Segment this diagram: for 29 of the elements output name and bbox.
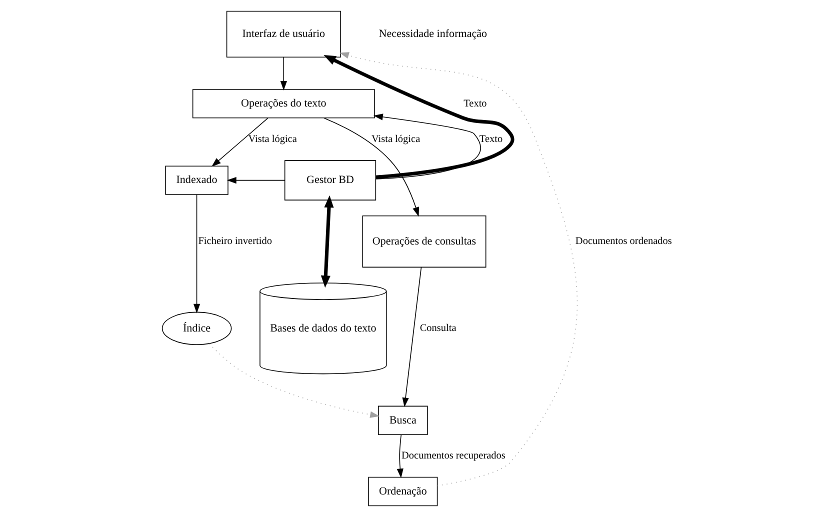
arrow bbox=[212, 118, 268, 167]
edge-label: Ficheiro invertido bbox=[198, 236, 272, 248]
node-ellipse: Índice bbox=[162, 312, 232, 345]
arrow bbox=[320, 195, 334, 288]
arrow bbox=[193, 194, 200, 314]
edge-label: Texto bbox=[464, 98, 487, 110]
node-box: Busca bbox=[378, 406, 428, 436]
edge-label: Consulta bbox=[420, 323, 456, 334]
arrow bbox=[402, 266, 422, 408]
arrow bbox=[226, 176, 286, 184]
node-box: Indexado bbox=[165, 166, 228, 195]
arrow bbox=[373, 114, 481, 180]
label: Necessidade informação bbox=[378, 28, 488, 40]
node-box: Operações de consultas bbox=[362, 215, 486, 268]
arrow bbox=[339, 52, 578, 486]
edge-label: Documentos ordenados bbox=[575, 236, 672, 248]
node-box: Operações do texto bbox=[192, 89, 375, 118]
arrow bbox=[280, 56, 287, 91]
edge-label: Documentos recuperados bbox=[402, 450, 506, 462]
arrow bbox=[324, 55, 514, 179]
node-box: Gestor BD bbox=[284, 160, 376, 200]
node-box: Interfaz de usuário bbox=[226, 10, 341, 58]
edge-label: Vista lógica bbox=[248, 134, 297, 145]
edge-label: Texto bbox=[479, 134, 503, 145]
edge-label: Vista lógica bbox=[372, 134, 420, 145]
node-box: Ordenação bbox=[368, 476, 438, 506]
arrow bbox=[324, 118, 420, 217]
arrow bbox=[396, 434, 404, 478]
arrow bbox=[208, 343, 380, 418]
